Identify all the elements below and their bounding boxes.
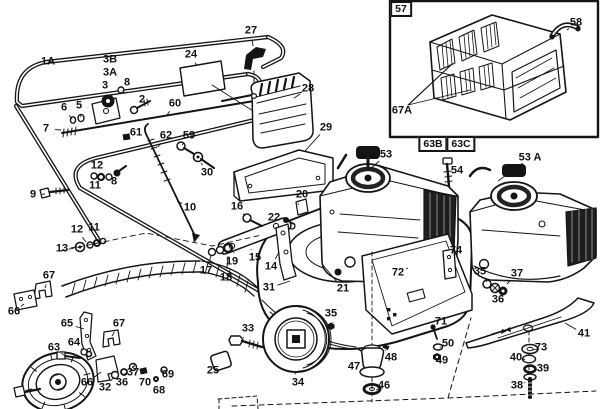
part-callout-5: 5 xyxy=(75,99,83,112)
part-callout-38: 38 xyxy=(510,379,524,392)
part-callout-49: 49 xyxy=(435,354,449,367)
link-hardware-drawing xyxy=(207,198,309,281)
part-callout-35: 35 xyxy=(324,307,338,320)
assembly-lines-drawing xyxy=(59,232,597,409)
part-callout-46: 46 xyxy=(377,379,391,392)
part-callout-53: 53 xyxy=(379,148,393,161)
part-callout-64: 64 xyxy=(67,336,81,349)
rear-door-drawing xyxy=(221,72,314,149)
part-callout-12: 12 xyxy=(90,159,104,172)
part-callout-54: 54 xyxy=(450,164,464,177)
part-callout-31: 31 xyxy=(262,281,276,294)
part-callout-53a: 53 A xyxy=(518,151,542,164)
part-callout-34: 34 xyxy=(291,376,305,389)
part-callout-71: 71 xyxy=(434,315,448,328)
part-callout-7: 7 xyxy=(42,122,50,135)
part-callout-29: 29 xyxy=(319,121,333,134)
cover-tray-drawing xyxy=(361,233,473,335)
part-callout-58: 58 xyxy=(569,16,583,29)
part-callout-25: 25 xyxy=(206,364,220,377)
part-callout-37: 37 xyxy=(510,267,524,280)
height-adjuster-drawing xyxy=(13,280,168,383)
part-callout-18: 18 xyxy=(219,271,233,284)
part-callout-12: 12 xyxy=(70,223,84,236)
part-callout-22: 22 xyxy=(267,211,281,224)
part-callout-28: 28 xyxy=(301,82,315,95)
part-callout-70: 70 xyxy=(138,376,152,389)
part-callout-57: 57 xyxy=(390,1,412,17)
part-callout-9: 9 xyxy=(29,188,37,201)
part-callout-8: 8 xyxy=(123,76,131,89)
part-callout-27: 27 xyxy=(244,24,258,37)
part-callout-24: 24 xyxy=(184,48,198,61)
part-callout-62: 62 xyxy=(159,129,173,142)
part-callout-67a: 67A xyxy=(391,104,413,117)
part-callout-36: 36 xyxy=(115,376,129,389)
front-wheel-drawing xyxy=(13,351,95,409)
part-callout-73: 73 xyxy=(534,341,548,354)
part-callout-13: 13 xyxy=(55,242,69,255)
part-callout-72: 72 xyxy=(391,266,405,279)
part-callout-61: 61 xyxy=(129,126,143,139)
part-callout-3: 3 xyxy=(101,79,109,92)
blade-drawing xyxy=(359,251,595,403)
part-callout-3a: 3A xyxy=(102,66,118,79)
part-callout-41: 41 xyxy=(577,327,591,340)
part-callout-63c: 63C xyxy=(446,136,476,152)
part-callout-48: 48 xyxy=(384,351,398,364)
part-callout-11: 11 xyxy=(89,179,101,192)
part-callout-2: 2 xyxy=(138,93,146,106)
part-callout-16: 16 xyxy=(230,200,244,213)
part-callout-69: 69 xyxy=(161,368,175,381)
part-callout-19: 19 xyxy=(225,255,239,268)
part-callout-63: 63 xyxy=(47,341,61,354)
part-callout-67: 67 xyxy=(112,317,126,330)
part-callout-36: 36 xyxy=(491,293,505,306)
part-callout-17: 17 xyxy=(199,264,213,277)
engine-right-drawing xyxy=(442,157,597,283)
part-callout-50: 50 xyxy=(441,337,455,350)
part-callout-11: 11 xyxy=(88,221,100,234)
part-callout-1a: 1A xyxy=(40,55,56,68)
part-callout-60: 60 xyxy=(168,97,182,110)
part-callout-67: 67 xyxy=(42,269,56,282)
part-callout-74: 74 xyxy=(449,244,463,257)
part-callout-8: 8 xyxy=(110,175,118,188)
decal-plate-drawing xyxy=(179,60,259,115)
part-callout-66: 66 xyxy=(7,305,21,318)
part-callout-65: 65 xyxy=(60,317,74,330)
part-callout-21: 21 xyxy=(336,282,350,295)
pivot-hardware-drawing xyxy=(39,86,151,253)
rear-baffle-drawing xyxy=(233,149,334,202)
part-callout-15: 15 xyxy=(248,251,262,264)
part-callout-20: 20 xyxy=(295,188,309,201)
part-callout-66: 66 xyxy=(80,376,94,389)
part-callout-68: 68 xyxy=(152,384,166,397)
part-callout-39: 39 xyxy=(536,362,550,375)
part-callout-63b: 63B xyxy=(418,136,448,152)
part-callout-14: 14 xyxy=(264,260,278,273)
part-callout-10: 10 xyxy=(183,201,197,214)
part-callout-6: 6 xyxy=(60,101,68,114)
upper-handle-drawing xyxy=(13,34,286,245)
part-callout-40: 40 xyxy=(509,351,523,364)
catcher-inset-drawing xyxy=(388,0,600,139)
part-callout-30: 30 xyxy=(200,166,214,179)
control-rods-drawing xyxy=(61,100,255,243)
center-wheel-drawing xyxy=(209,305,332,373)
part-callout-32: 32 xyxy=(98,381,112,394)
part-callout-59: 59 xyxy=(182,129,196,142)
part-callout-33: 33 xyxy=(241,322,255,335)
part-callout-3b: 3B xyxy=(102,53,118,66)
part-callout-47: 47 xyxy=(347,360,361,373)
part-callout-35: 35 xyxy=(473,265,487,278)
part-callout-37: 37 xyxy=(126,366,140,379)
